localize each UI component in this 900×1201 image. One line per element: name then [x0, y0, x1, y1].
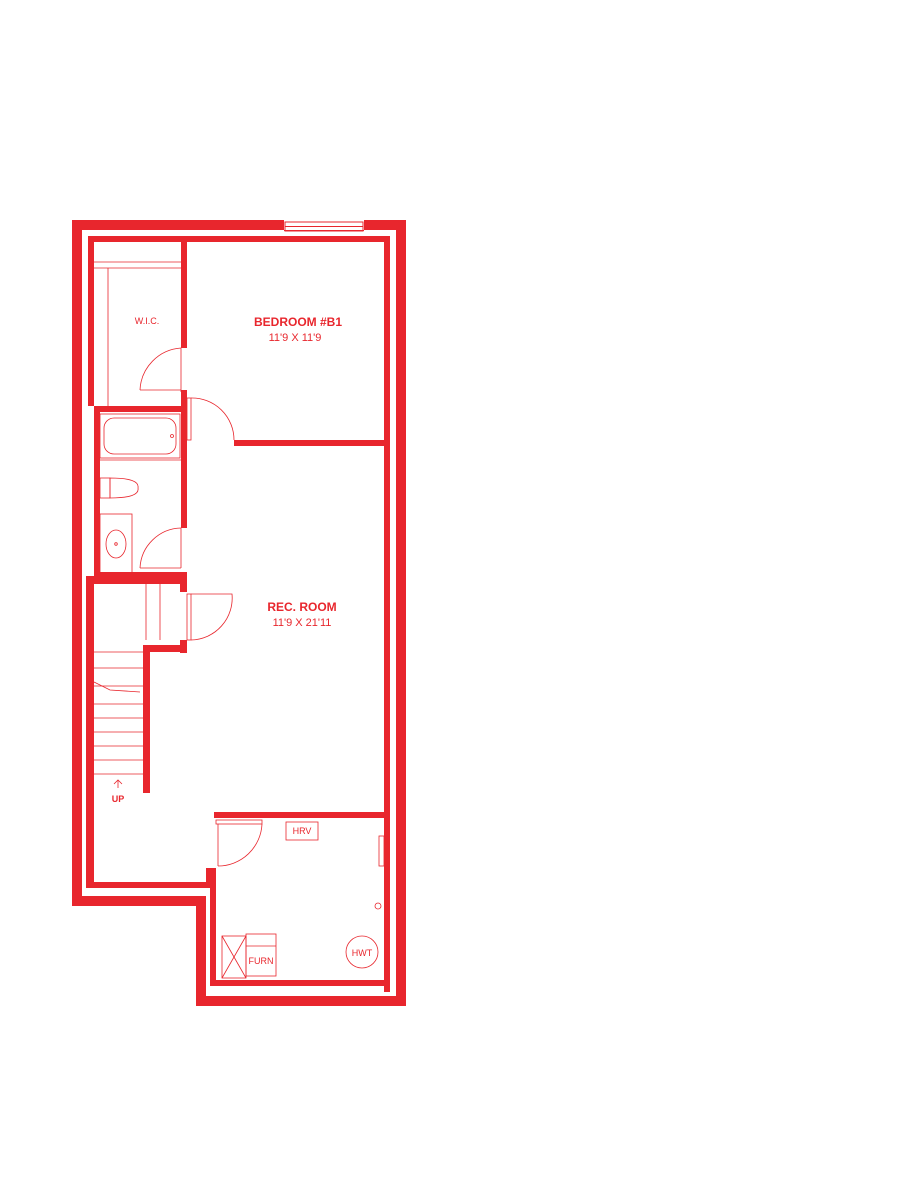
bedroom-label: BEDROOM #B1 [254, 315, 342, 329]
fixtures-linework [93, 261, 385, 979]
interior-walls [86, 236, 390, 992]
bedroom-dims: 11'9 X 11'9 [269, 332, 322, 344]
furnace-label: FURN [249, 956, 274, 966]
hrv-label: HRV [293, 826, 312, 836]
rec-room-label: REC. ROOM [267, 600, 336, 614]
rec-room-dims: 11'9 X 21'11 [273, 617, 332, 629]
wic-label: W.I.C. [135, 316, 160, 326]
stairs-up-label: UP [112, 794, 125, 804]
exterior-wall [72, 220, 406, 1006]
hwt-label: HWT [352, 948, 373, 958]
window [284, 221, 364, 232]
